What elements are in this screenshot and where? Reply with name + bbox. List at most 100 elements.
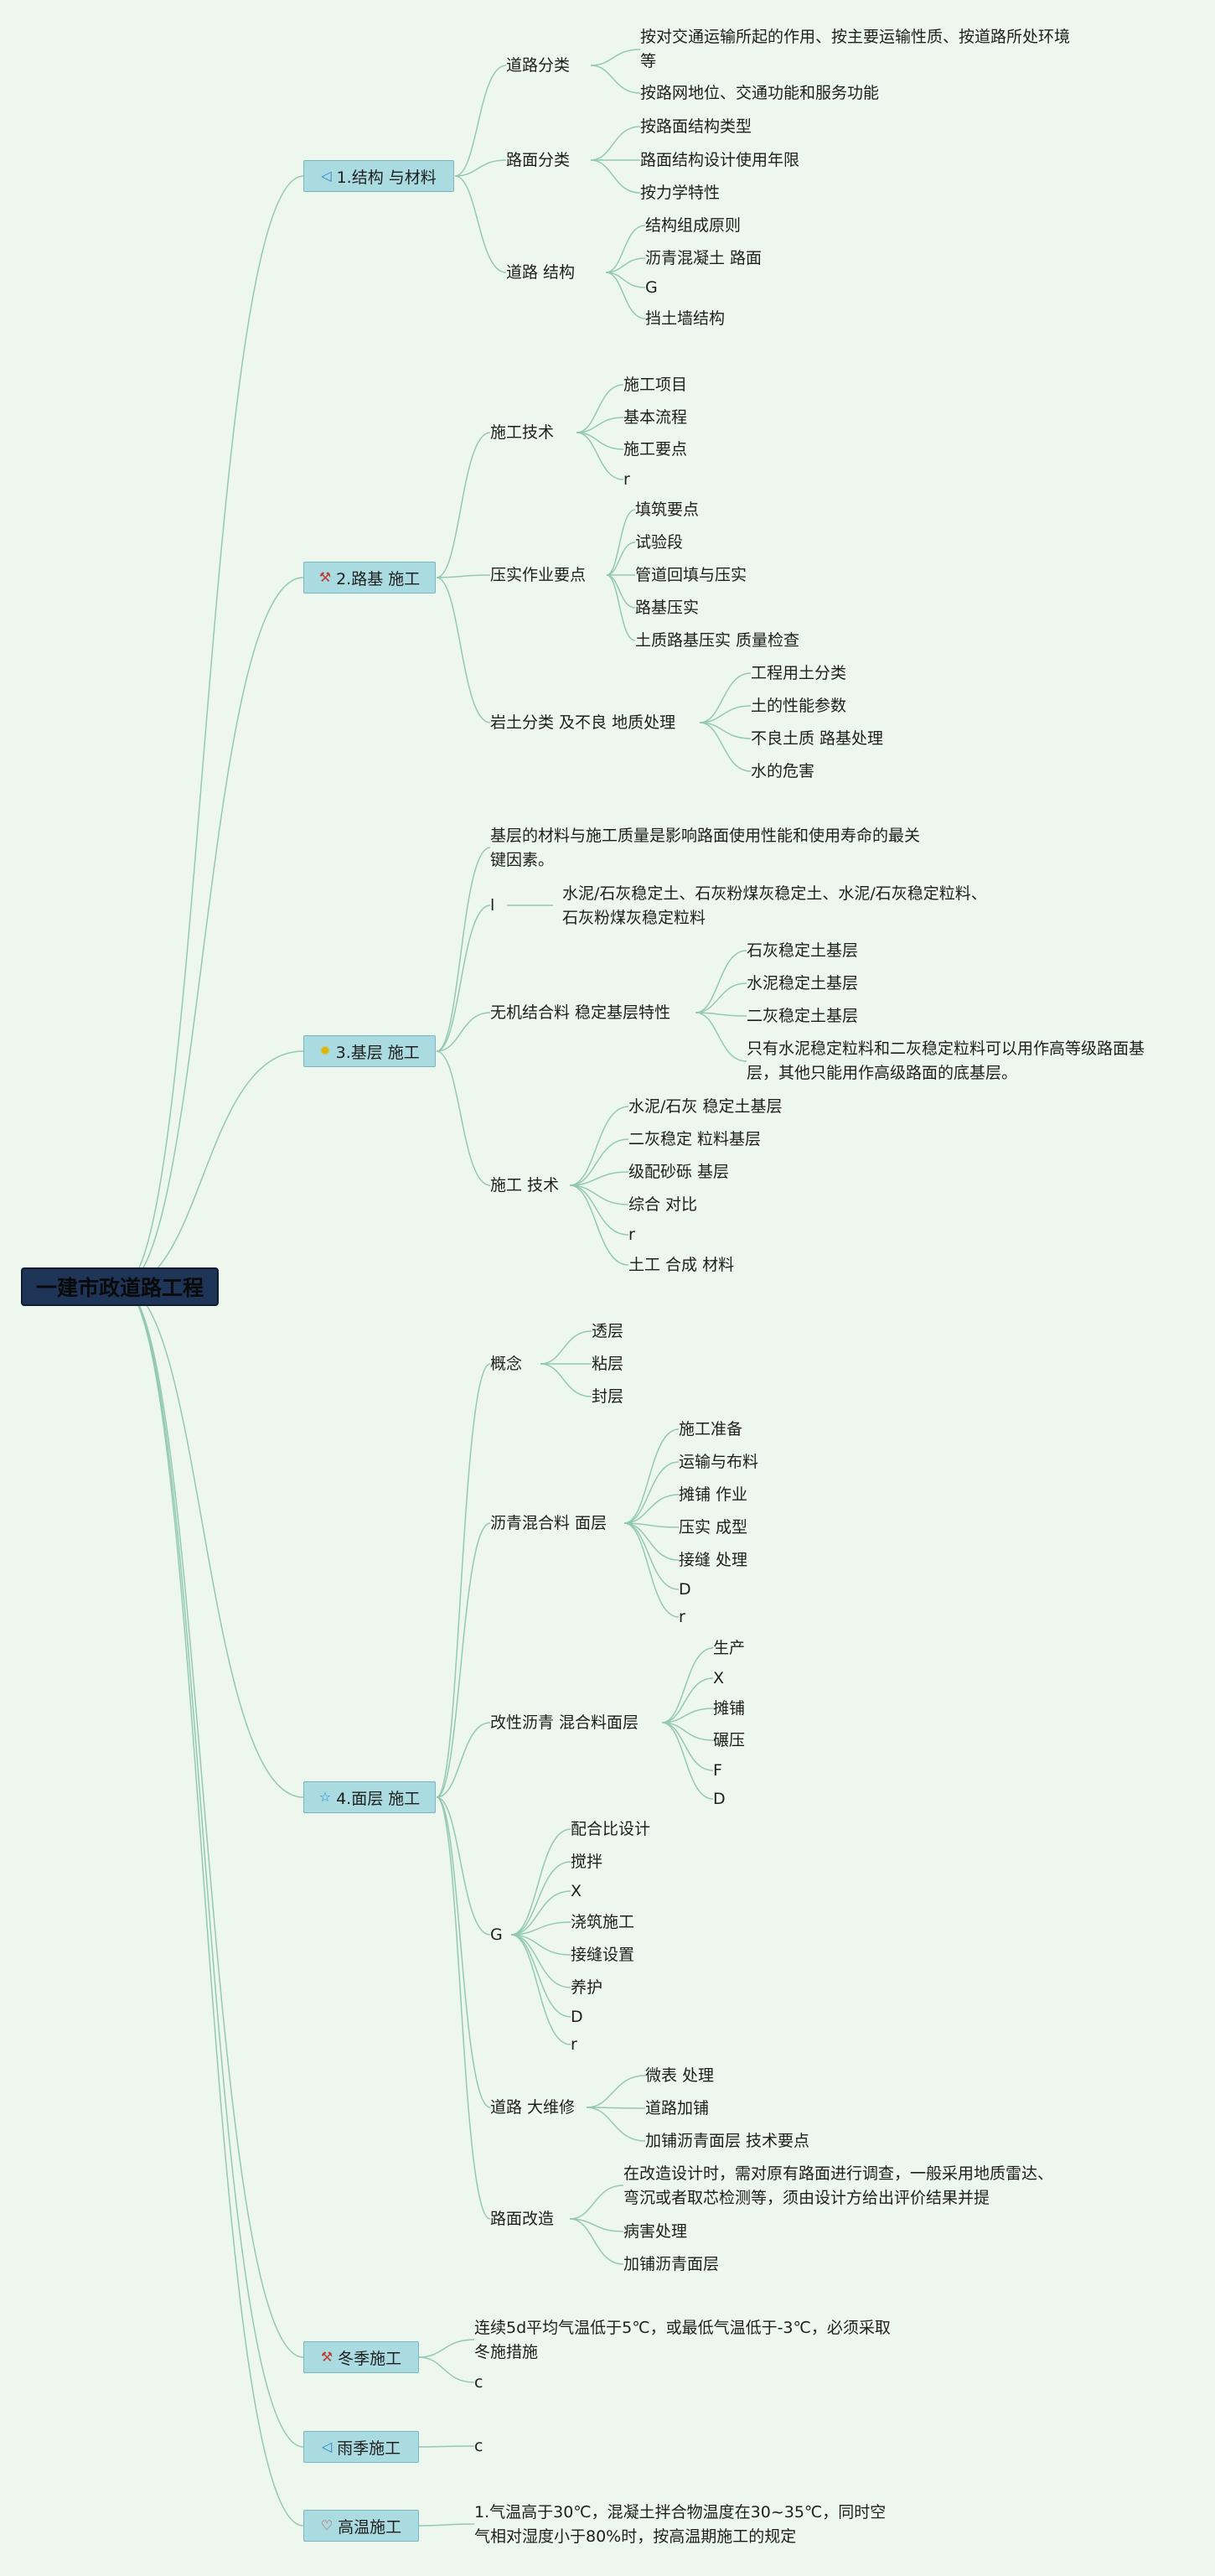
leaf[interactable]: D: [571, 2008, 583, 2026]
leaf[interactable]: 管道回填与压实: [635, 566, 747, 584]
connector-line: [454, 65, 507, 177]
leaf[interactable]: 按力学特性: [640, 184, 721, 202]
leaf[interactable]: 施工要点: [623, 440, 688, 459]
topic-road-overhaul[interactable]: 道路 大维修: [490, 2098, 576, 2117]
topic-construction-tech[interactable]: 施工技术: [490, 423, 555, 442]
leaf[interactable]: 加铺沥青面层: [623, 2255, 720, 2273]
leaf[interactable]: 按路网地位、交通功能和服务功能: [640, 84, 880, 102]
leaf[interactable]: 摊铺 作业: [679, 1485, 748, 1504]
connector-line: [606, 509, 636, 576]
leaf[interactable]: 微表 处理: [645, 2066, 715, 2085]
leaf[interactable]: 级配砂砾 基层: [628, 1163, 730, 1181]
topic-inorganic-binder[interactable]: 无机结合料 稳定基层特性: [490, 1003, 671, 1022]
leaf[interactable]: 按对交通运输所起的作用、按主要运输性质、按道路所处环境等: [640, 28, 1071, 70]
leaf[interactable]: 试验段: [635, 533, 684, 552]
leaf[interactable]: 沥青混凝土 路面: [645, 249, 763, 267]
leaf[interactable]: 二灰稳定 粒料基层: [628, 1130, 762, 1148]
leaf[interactable]: 路面结构设计使用年限: [640, 151, 800, 169]
topic-road-structure[interactable]: 道路 结构: [506, 263, 576, 282]
leaf[interactable]: 碾压: [713, 1731, 746, 1749]
leaf[interactable]: 只有水泥稳定粒料和二灰稳定粒料可以用作高等级路面基层，其他只能用作高级路面的底基…: [747, 1039, 1145, 1082]
topic-winter-note[interactable]: 连续5d平均气温低于5℃，或最低气温低于-3℃，必须采取冬施措施: [474, 2319, 891, 2361]
leaf[interactable]: 水泥稳定土基层: [747, 974, 859, 993]
connector-line: [605, 272, 646, 319]
leaf[interactable]: 浇筑施工: [571, 1913, 635, 1931]
leaf[interactable]: 施工准备: [679, 1420, 743, 1438]
topic-base-construction-tech[interactable]: 施工 技术: [490, 1176, 560, 1195]
leaf[interactable]: G: [645, 278, 658, 297]
leaf[interactable]: 粘层: [592, 1355, 624, 1373]
branch-rainy-construction[interactable]: ◁ 雨季施工: [303, 2431, 419, 2463]
topic-modified-asphalt[interactable]: 改性沥青 混合料面层: [490, 1713, 639, 1732]
leaf[interactable]: 综合 对比: [628, 1195, 698, 1214]
leaf[interactable]: 封层: [592, 1387, 624, 1406]
leaf[interactable]: 接缝 处理: [679, 1551, 748, 1569]
branch-label: 高温施工: [338, 2517, 402, 2537]
leaf[interactable]: 压实 成型: [679, 1518, 748, 1537]
leaf[interactable]: 搅拌: [571, 1853, 603, 1871]
topic-compaction[interactable]: 压实作业要点: [490, 566, 587, 584]
leaf[interactable]: 接缝设置: [571, 1946, 635, 1964]
leaf[interactable]: 挡土墙结构: [645, 309, 726, 328]
leaf[interactable]: F: [713, 1761, 722, 1780]
leaf[interactable]: 基本流程: [623, 408, 688, 427]
branch-high-temp-construction[interactable]: ♡ 高温施工: [303, 2510, 419, 2542]
topic-l[interactable]: l: [490, 896, 495, 915]
leaf[interactable]: 透层: [592, 1322, 624, 1340]
leaf[interactable]: 二灰稳定土基层: [747, 1007, 859, 1025]
leaf[interactable]: D: [713, 1790, 726, 1808]
root-topic[interactable]: 一建市政道路工程: [21, 1267, 219, 1306]
leaf[interactable]: 土的性能参数: [751, 697, 847, 715]
leaf[interactable]: 运输与布料: [679, 1453, 759, 1471]
topic-rock-soil[interactable]: 岩土分类 及不良 地质处理: [490, 713, 676, 732]
leaf[interactable]: 水的危害: [751, 762, 815, 780]
leaf[interactable]: 填筑要点: [635, 500, 700, 519]
leaf[interactable]: r: [571, 2035, 577, 2054]
leaf[interactable]: 结构组成原则: [645, 216, 742, 235]
branch-base-course[interactable]: ✹ 3.基层 施工: [303, 1035, 436, 1067]
topic-g[interactable]: G: [490, 1926, 503, 1944]
connector-line: [436, 1796, 491, 2220]
leaf[interactable]: 土工 合成 材料: [628, 1256, 735, 1274]
connector-line: [569, 1106, 629, 1186]
leaf[interactable]: 按路面结构类型: [640, 117, 752, 136]
leaf[interactable]: 不良土质 路基处理: [751, 729, 884, 748]
connector-line: [510, 1934, 571, 2018]
leaf[interactable]: X: [713, 1669, 725, 1687]
connector-line: [436, 1522, 491, 1798]
leaf[interactable]: 生产: [713, 1639, 746, 1657]
topic-concept[interactable]: 概念: [490, 1355, 523, 1373]
topic-pavement-renovation[interactable]: 路面改造: [490, 2210, 555, 2228]
leaf[interactable]: X: [571, 1882, 582, 1900]
leaf[interactable]: 加铺沥青面层 技术要点: [645, 2132, 810, 2150]
leaf[interactable]: 在改造设计时，需对原有路面进行调查，一般采用地质雷达、弯沉或者取芯检测等，须由设…: [623, 2164, 1054, 2207]
leaf[interactable]: r: [628, 1226, 635, 1244]
topic-asphalt-mixture[interactable]: 沥青混合料 面层: [490, 1514, 608, 1532]
leaf[interactable]: 路基压实: [635, 599, 700, 617]
leaf[interactable]: 施工项目: [623, 376, 688, 394]
leaf[interactable]: 病害处理: [623, 2222, 688, 2241]
leaf[interactable]: 石灰稳定土基层: [747, 941, 859, 960]
topic-base-note[interactable]: 基层的材料与施工质量是影响路面使用性能和使用寿命的最关键因素。: [490, 827, 921, 869]
branch-structure-materials[interactable]: ◁ 1.结构 与材料: [303, 160, 454, 192]
topic-pavement-classification[interactable]: 路面分类: [506, 151, 571, 169]
branch-subgrade[interactable]: ⚒ 2.路基 施工: [303, 562, 436, 593]
leaf[interactable]: 道路加铺: [645, 2099, 710, 2117]
topic-c[interactable]: c: [474, 2437, 483, 2455]
leaf[interactable]: 养护: [571, 1978, 603, 1997]
topic-road-classification[interactable]: 道路分类: [506, 56, 571, 75]
leaf[interactable]: 摊铺: [713, 1699, 746, 1718]
topic-high-temp-note[interactable]: 1.气温高于30℃，混凝土拌合物温度在30~35℃，同时空气相对湿度小于80%时…: [474, 2503, 887, 2546]
leaf[interactable]: 水泥/石灰 稳定土基层: [628, 1097, 783, 1116]
topic-c[interactable]: c: [474, 2373, 483, 2392]
leaf[interactable]: 配合比设计: [571, 1820, 651, 1838]
leaf[interactable]: 工程用土分类: [751, 664, 847, 682]
branch-surface-course[interactable]: ☆ 4.面层 施工: [303, 1781, 436, 1813]
leaf[interactable]: D: [679, 1580, 691, 1599]
leaf[interactable]: r: [623, 470, 630, 489]
leaf[interactable]: 水泥/石灰稳定土、石灰粉煤灰稳定土、水泥/石灰稳定粒料、石灰粉煤灰稳定粒料: [562, 884, 987, 927]
leaf[interactable]: 土质路基压实 质量检查: [635, 631, 800, 650]
leaf[interactable]: r: [679, 1608, 685, 1626]
branch-winter-construction[interactable]: ⚒ 冬季施工: [303, 2341, 419, 2373]
